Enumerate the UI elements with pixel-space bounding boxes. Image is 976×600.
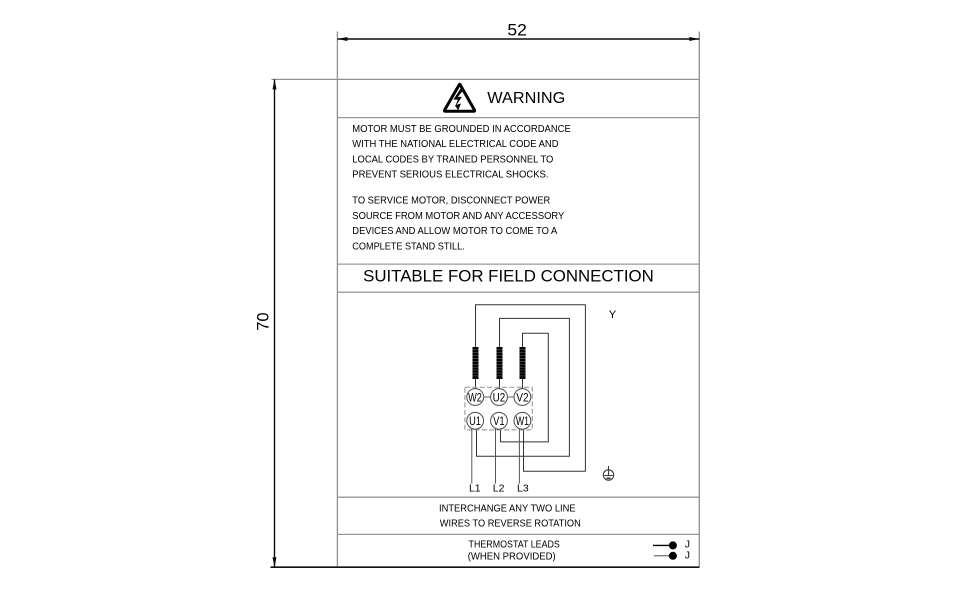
- svg-text:52: 52: [507, 21, 527, 40]
- svg-text:LOCAL CODES BY TRAINED PERSONN: LOCAL CODES BY TRAINED PERSONNEL TO: [352, 154, 553, 165]
- svg-text:U2: U2: [493, 391, 506, 404]
- svg-text:W2: W2: [468, 391, 482, 405]
- svg-text:L2: L2: [493, 482, 505, 494]
- svg-text:V1: V1: [493, 415, 504, 428]
- svg-text:MOTOR MUST BE GROUNDED IN ACCO: MOTOR MUST BE GROUNDED IN ACCORDANCE: [352, 124, 571, 135]
- svg-text:L3: L3: [517, 482, 529, 494]
- svg-text:Y: Y: [609, 309, 617, 321]
- svg-text:PREVENT SERIOUS ELECTRICAL SHO: PREVENT SERIOUS ELECTRICAL SHOCKS.: [352, 170, 548, 181]
- svg-text:J: J: [685, 550, 690, 562]
- svg-text:70: 70: [254, 312, 273, 330]
- svg-text:SOURCE FROM MOTOR AND ANY ACCE: SOURCE FROM MOTOR AND ANY ACCESSORY: [352, 211, 564, 222]
- svg-text:THERMOSTAT LEADS: THERMOSTAT LEADS: [469, 539, 561, 550]
- svg-text:DEVICES AND ALLOW MOTOR TO COM: DEVICES AND ALLOW MOTOR TO COME TO A: [352, 226, 557, 237]
- svg-text:(WHEN PROVIDED): (WHEN PROVIDED): [468, 552, 556, 563]
- svg-text:J: J: [685, 539, 690, 551]
- svg-text:L1: L1: [469, 482, 481, 494]
- svg-text:WARNING: WARNING: [487, 90, 565, 107]
- svg-text:COMPLETE STAND STILL.: COMPLETE STAND STILL.: [352, 241, 464, 252]
- svg-text:SUITABLE FOR FIELD CONNECTION: SUITABLE FOR FIELD CONNECTION: [363, 267, 654, 286]
- svg-text:WIRES TO REVERSE ROTATION: WIRES TO REVERSE ROTATION: [440, 518, 581, 529]
- svg-text:W1: W1: [516, 415, 529, 429]
- svg-text:WITH THE NATIONAL ELECTRICAL C: WITH THE NATIONAL ELECTRICAL CODE AND: [352, 139, 558, 150]
- svg-text:U1: U1: [469, 415, 481, 428]
- svg-text:V2: V2: [516, 392, 528, 405]
- svg-text:TO SERVICE MOTOR, DISCONNECT P: TO SERVICE MOTOR, DISCONNECT POWER: [352, 196, 550, 207]
- svg-text:INTERCHANGE ANY TWO LINE: INTERCHANGE ANY TWO LINE: [439, 503, 576, 514]
